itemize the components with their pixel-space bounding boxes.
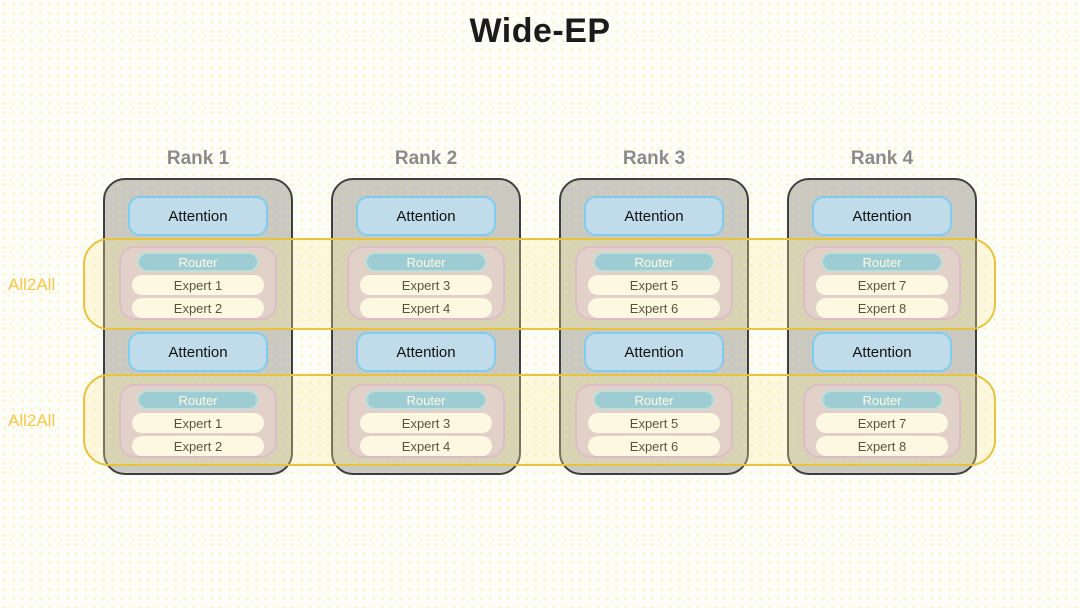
moe-group: Router Expert 1 Expert 2 <box>119 384 277 458</box>
moe-group: Router Expert 3 Expert 4 <box>347 384 505 458</box>
expert-pill: Expert 1 <box>132 275 264 295</box>
expert-pill: Expert 5 <box>588 413 720 433</box>
router-pill: Router <box>365 390 487 410</box>
expert-pill: Expert 7 <box>816 413 948 433</box>
router-pill: Router <box>593 252 715 272</box>
rank-label-3: Rank 3 <box>622 148 686 169</box>
expert-pill: Expert 8 <box>816 298 948 318</box>
router-pill: Router <box>137 252 259 272</box>
diagram-title: Wide-EP <box>469 12 611 50</box>
rank-panel-4: Attention Router Expert 7 Expert 8 Atten… <box>787 178 977 475</box>
moe-group: Router Expert 3 Expert 4 <box>347 246 505 320</box>
attention-block: Attention <box>584 196 724 236</box>
router-pill: Router <box>137 390 259 410</box>
rank-label-1: Rank 1 <box>166 148 230 169</box>
expert-pill: Expert 2 <box>132 436 264 456</box>
attention-block: Attention <box>128 332 268 372</box>
rank-label-2: Rank 2 <box>394 148 458 169</box>
moe-group: Router Expert 5 Expert 6 <box>575 246 733 320</box>
expert-pill: Expert 2 <box>132 298 264 318</box>
router-pill: Router <box>593 390 715 410</box>
attention-block: Attention <box>812 332 952 372</box>
moe-group: Router Expert 7 Expert 8 <box>803 384 961 458</box>
moe-group: Router Expert 5 Expert 6 <box>575 384 733 458</box>
attention-block: Attention <box>356 332 496 372</box>
expert-pill: Expert 4 <box>360 298 492 318</box>
expert-pill: Expert 4 <box>360 436 492 456</box>
attention-block: Attention <box>356 196 496 236</box>
expert-pill: Expert 7 <box>816 275 948 295</box>
moe-group: Router Expert 1 Expert 2 <box>119 246 277 320</box>
attention-block: Attention <box>812 196 952 236</box>
rank-panel-3: Attention Router Expert 5 Expert 6 Atten… <box>559 178 749 475</box>
expert-pill: Expert 6 <box>588 436 720 456</box>
expert-pill: Expert 8 <box>816 436 948 456</box>
moe-group: Router Expert 7 Expert 8 <box>803 246 961 320</box>
rank-label-4: Rank 4 <box>850 148 914 169</box>
attention-block: Attention <box>128 196 268 236</box>
expert-pill: Expert 3 <box>360 413 492 433</box>
expert-pill: Expert 1 <box>132 413 264 433</box>
router-pill: Router <box>365 252 487 272</box>
all2all-label-2: All2All <box>8 411 56 430</box>
expert-pill: Expert 6 <box>588 298 720 318</box>
expert-pill: Expert 5 <box>588 275 720 295</box>
all2all-label-1: All2All <box>8 275 56 294</box>
rank-panel-1: Attention Router Expert 1 Expert 2 Atten… <box>103 178 293 475</box>
router-pill: Router <box>821 252 943 272</box>
router-pill: Router <box>821 390 943 410</box>
rank-panel-2: Attention Router Expert 3 Expert 4 Atten… <box>331 178 521 475</box>
expert-pill: Expert 3 <box>360 275 492 295</box>
attention-block: Attention <box>584 332 724 372</box>
